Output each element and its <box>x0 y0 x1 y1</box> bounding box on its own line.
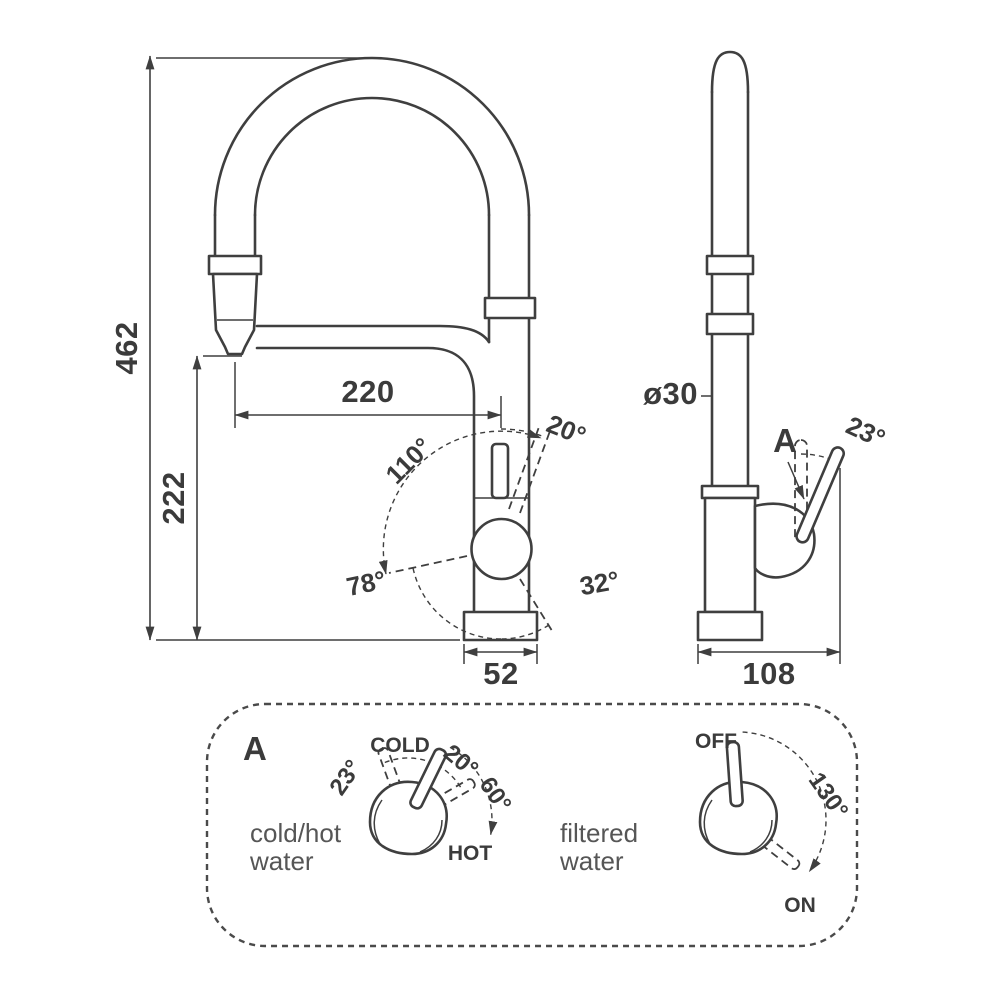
knob-detail-line-2 <box>419 819 443 853</box>
filtered-lever-solid <box>725 740 744 808</box>
lever-side <box>795 446 846 544</box>
arc-130 <box>742 731 827 873</box>
hose-collar-upper <box>705 254 755 276</box>
arc-23deg <box>800 453 836 462</box>
detail-marker-a: A <box>773 422 797 459</box>
arc-hot-60 <box>449 746 498 836</box>
label-hot: HOT <box>448 842 493 865</box>
angle-23-label: 23° <box>842 410 890 454</box>
detail-marker-arrow <box>787 461 805 500</box>
handle-hub-side <box>753 502 816 579</box>
caption-filtered-2: water <box>559 846 624 876</box>
angle-32-label: 32° <box>577 565 621 601</box>
body-side <box>703 496 757 614</box>
angle-78-label: 78° <box>344 564 389 602</box>
arc-cold-23 <box>384 757 430 764</box>
side-view: A 23° ø30 108 <box>643 50 890 691</box>
hose-tube-sides <box>710 90 750 488</box>
caption-cold-hot-2: water <box>249 846 314 876</box>
spray-head-body <box>211 272 259 356</box>
cold-hot-knob: COLD 23° 20° 60° HOT cold/hot water <box>249 734 517 876</box>
hose-left-leg <box>213 213 257 258</box>
deck-base-side <box>696 610 764 642</box>
knob-body-filtered <box>698 780 778 856</box>
dim-220-label: 220 <box>341 374 394 409</box>
dim-108-label: 108 <box>742 656 795 691</box>
knob-body-cold-hot <box>368 780 448 856</box>
dim-462-label: 462 <box>109 321 144 374</box>
knob-detail-line-3 <box>703 799 713 845</box>
hose-arch-outer <box>213 56 531 217</box>
angle-130-detail: 130° <box>803 768 854 824</box>
label-off: OFF <box>695 730 737 753</box>
panel-marker-a: A <box>243 730 267 767</box>
angle-60-detail: 60° <box>474 772 517 817</box>
detail-panel-border <box>205 702 859 948</box>
knob-detail-line-1 <box>373 799 383 845</box>
label-cold: COLD <box>370 734 430 757</box>
angle-20-label: 20° <box>543 408 591 451</box>
spout-arm-top-edge <box>255 324 491 344</box>
dim-52-label: 52 <box>483 656 518 691</box>
knob-detail-line-4 <box>749 819 773 853</box>
hose-dome-top <box>710 50 750 94</box>
spout-arm-bottom-edge-body-left-edge <box>255 346 476 614</box>
detail-panel: A COLD 23° 20° 60° HOT cold/hot water <box>205 702 859 948</box>
filtered-knob: OFF 130° ON filtered water <box>559 730 853 917</box>
angle-110-label: 110° <box>380 432 438 490</box>
lever-pin-front <box>490 442 510 500</box>
hose-collar-lower <box>705 312 755 336</box>
ball-joint <box>470 517 533 581</box>
dim-52-ext <box>463 644 538 664</box>
cold-hot-lever-solid <box>409 747 448 810</box>
dim-108-ext <box>697 468 841 664</box>
angle-23-detail: 23° <box>324 755 367 800</box>
dim-222-label: 222 <box>156 471 191 524</box>
deck-base-front <box>462 610 539 642</box>
angle-20-detail: 20° <box>438 739 483 783</box>
label-on: ON <box>784 894 816 917</box>
lever-left-dashed <box>388 555 468 574</box>
hose-coupling-collar <box>483 296 537 320</box>
spray-head-collar <box>207 254 263 276</box>
caption-filtered-1: filtered <box>560 818 638 848</box>
body-flange <box>700 484 760 500</box>
hose-arch-inner <box>253 96 491 217</box>
arc-32deg <box>500 624 550 640</box>
front-view: 462 222 220 52 20° 110° 78° 32° <box>109 55 621 691</box>
caption-cold-hot-1: cold/hot <box>250 818 342 848</box>
dim-diameter-label: ø30 <box>643 376 698 411</box>
